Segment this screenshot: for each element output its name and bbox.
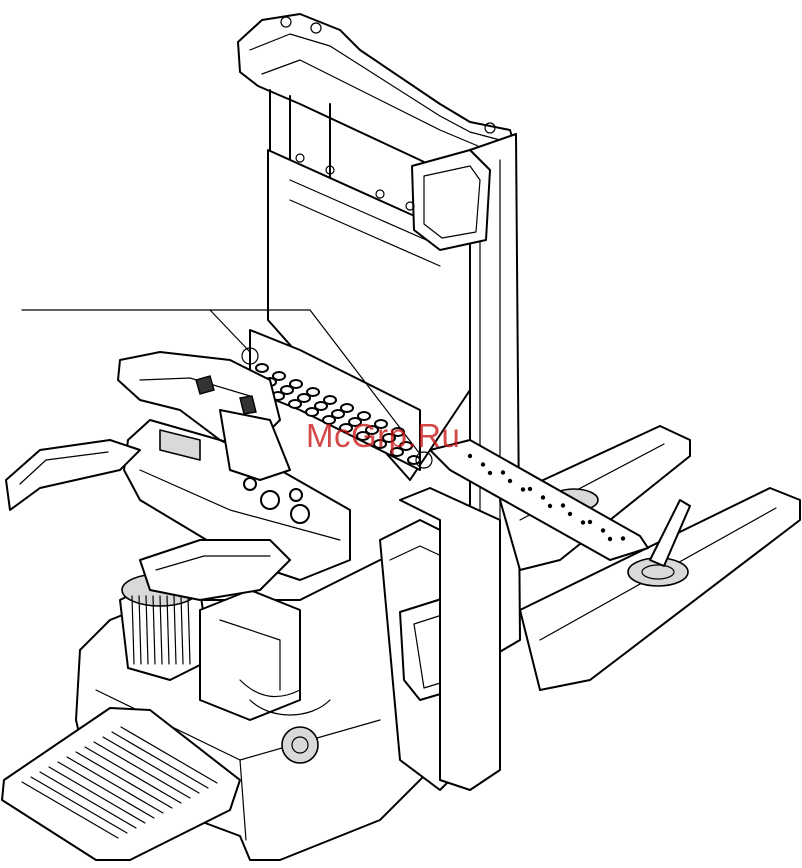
strap-hole (488, 471, 492, 475)
strap-hole (561, 503, 565, 507)
strap-hole (508, 479, 512, 483)
strap-hole (541, 495, 545, 499)
battery-cell (408, 456, 420, 464)
strap-hole (568, 512, 572, 516)
strap-hole (601, 528, 605, 532)
strap-hole (501, 470, 505, 474)
strap-hole (588, 520, 592, 524)
strap-hole (581, 520, 585, 524)
battery-cell (256, 364, 268, 372)
strap-hole (548, 504, 552, 508)
strap-hole (608, 537, 612, 541)
strap-hole (621, 536, 625, 540)
watermark-text: McGrp.Ru (306, 417, 460, 455)
battery-cell (289, 400, 301, 408)
strap-hole (481, 462, 485, 466)
strap-hole (468, 454, 472, 458)
strap-hole (521, 487, 525, 491)
strap-hole (528, 487, 532, 491)
battery-cell (306, 408, 318, 416)
